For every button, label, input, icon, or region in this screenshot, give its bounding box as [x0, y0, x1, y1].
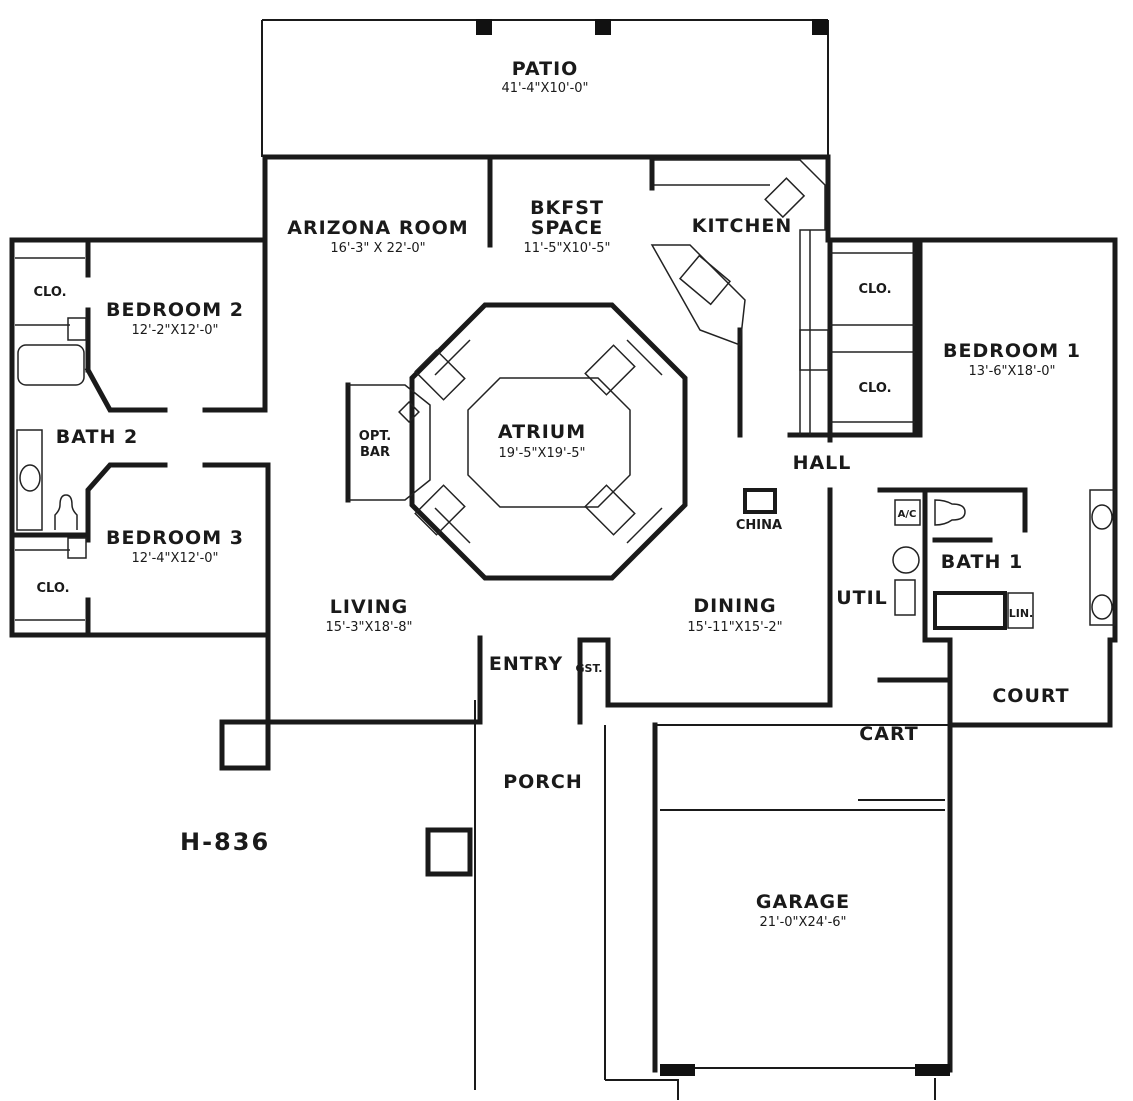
china-label: CHINA — [736, 518, 782, 533]
clo2-label: CLO. — [858, 381, 891, 396]
dining-label: DINING — [693, 595, 776, 617]
garage-porch — [219, 700, 950, 1100]
dining-size: 15'-11"X15'-2" — [687, 620, 782, 635]
bath1-label: BATH 1 — [941, 551, 1023, 573]
lin-label: LIN. — [1009, 607, 1034, 620]
patio-area — [261, 19, 829, 157]
room-labels: PATIO 41'-4"X10'-0" ARIZONA ROOM 16'-3" … — [33, 58, 1081, 930]
atrium-size: 19'-5"X19'-5" — [498, 446, 585, 461]
kitchen-label: KITCHEN — [692, 215, 792, 237]
bath2-label: BATH 2 — [56, 426, 138, 448]
gst-label: GST. — [576, 662, 603, 675]
util-label: UTIL — [836, 587, 888, 609]
clo-b2-label: CLO. — [33, 285, 66, 300]
garage-label: GARAGE — [756, 891, 850, 913]
porch-label: PORCH — [503, 771, 583, 793]
hall-label: HALL — [793, 452, 852, 474]
bedroom3-label: BEDROOM 3 — [106, 527, 244, 549]
exterior-walls — [9, 154, 1118, 1073]
bath1-fixtures — [892, 489, 1116, 630]
bedroom3-size: 12'-4"X12'-0" — [131, 551, 218, 566]
bedroom1-label: BEDROOM 1 — [943, 340, 1081, 362]
court-label: COURT — [992, 685, 1069, 707]
atrium-structure — [345, 302, 688, 581]
atrium-label: ATRIUM — [498, 421, 586, 443]
bkfst-label-2: SPACE — [531, 217, 604, 239]
bkfst-label-1: BKFST — [530, 197, 604, 219]
bedroom2-label: BEDROOM 2 — [106, 299, 244, 321]
kitchen-fixtures — [649, 157, 915, 514]
bkfst-size: 11'-5"X10'-5" — [523, 241, 610, 256]
clo-b3-label: CLO. — [36, 581, 69, 596]
ac-label: A/C — [898, 509, 917, 520]
living-label: LIVING — [330, 596, 408, 618]
living-size: 15'-3"X18'-8" — [325, 620, 412, 635]
bedroom2-size: 12'-2"X12'-0" — [131, 323, 218, 338]
entry-label: ENTRY — [489, 653, 563, 675]
arizona-room-label: ARIZONA ROOM — [287, 217, 468, 239]
plan-id-label: H-836 — [180, 828, 270, 856]
opt-bar-label-2: BAR — [360, 445, 390, 460]
opt-bar-label-1: OPT. — [359, 429, 391, 444]
bedroom-wing-walls — [9, 237, 271, 638]
arizona-room-size: 16'-3" X 22'-0" — [330, 241, 425, 256]
clo1-label: CLO. — [858, 282, 891, 297]
cart-label: CART — [859, 723, 918, 745]
patio-label: PATIO — [512, 58, 579, 80]
bedroom1-size: 13'-6"X18'-0" — [968, 364, 1055, 379]
patio-size: 41'-4"X10'-0" — [501, 81, 588, 96]
garage-size: 21'-0"X24'-6" — [759, 915, 846, 930]
